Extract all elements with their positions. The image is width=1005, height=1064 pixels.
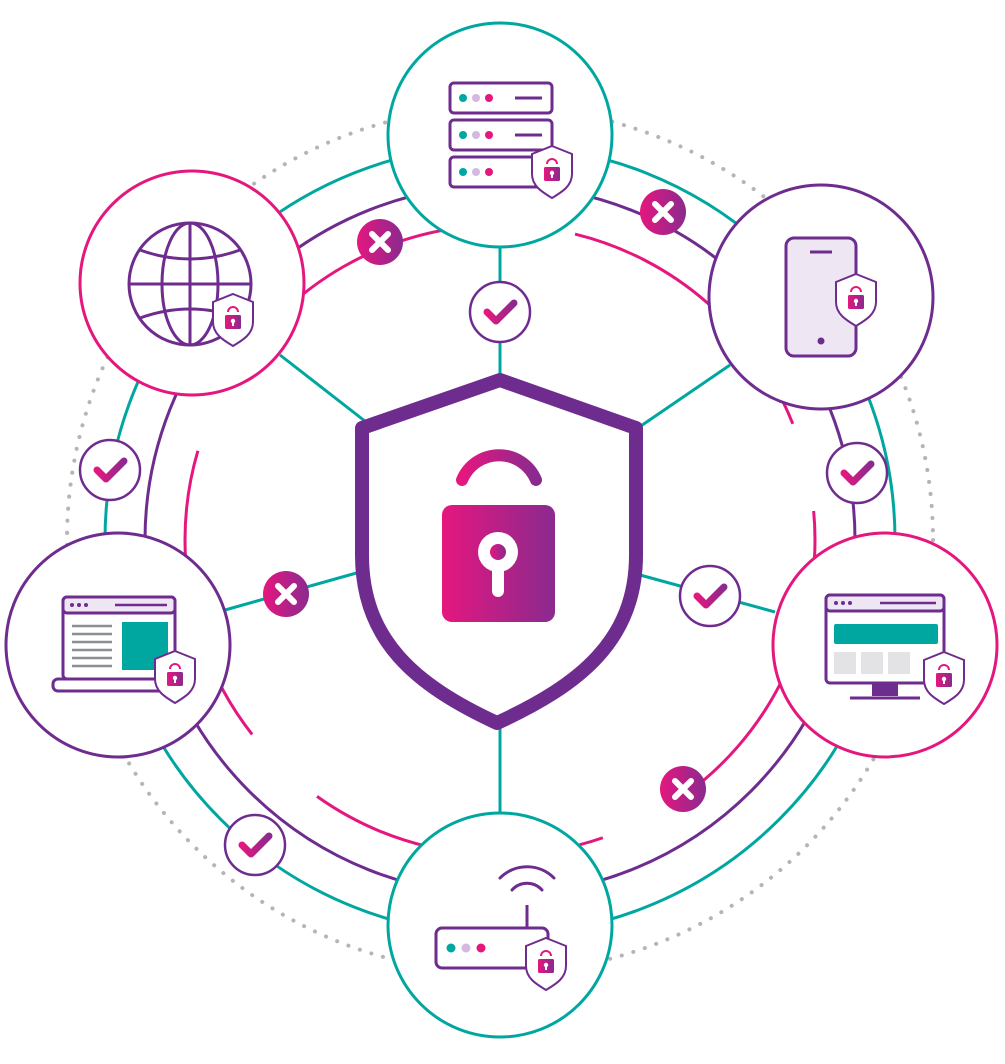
router-node[interactable] <box>386 811 614 1039</box>
globe-icon <box>127 221 253 347</box>
globe-node[interactable] <box>78 169 306 397</box>
x-icon <box>660 766 706 812</box>
check-icon <box>225 815 285 875</box>
desktop-monitor-icon <box>824 593 946 700</box>
laptop-node[interactable] <box>4 531 232 759</box>
unlocked-padlock-shield-icon <box>355 373 643 730</box>
monitor-node[interactable] <box>771 531 999 759</box>
x-icon <box>357 219 403 265</box>
server-node[interactable] <box>386 21 614 249</box>
phone-node[interactable] <box>707 183 935 411</box>
laptop-icon <box>51 595 187 693</box>
check-icon <box>80 440 140 500</box>
check-icon <box>680 566 740 626</box>
x-icon <box>263 571 309 617</box>
dotted-ring <box>65 105 935 975</box>
x-icon <box>640 189 686 235</box>
check-icon <box>827 443 887 503</box>
check-icon <box>470 282 530 342</box>
